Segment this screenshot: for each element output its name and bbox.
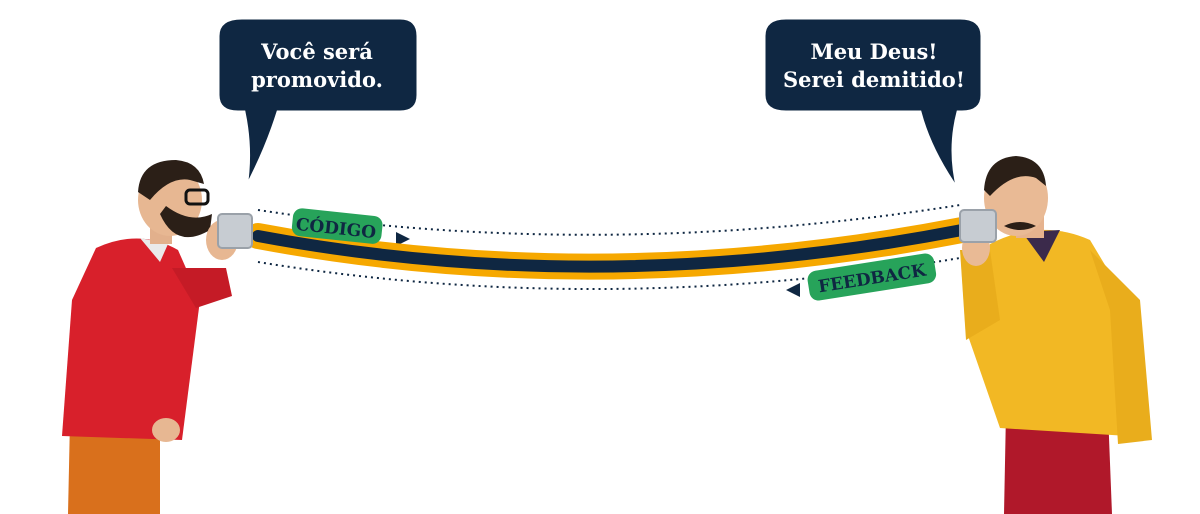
speech-right-text: Meu Deus! Serei demitido! xyxy=(768,38,980,94)
speech-left-line2: promovido. xyxy=(251,67,383,92)
speech-left-line1: Você será xyxy=(261,39,373,64)
tin-can-string xyxy=(245,217,975,280)
speech-bubble-left xyxy=(216,16,420,189)
speech-left-text: Você será promovido. xyxy=(222,38,412,94)
feedback-arrow-dotted xyxy=(257,257,961,297)
speech-right-line1: Meu Deus! xyxy=(810,39,938,64)
man-right-listening xyxy=(959,156,1152,514)
speech-right-line2: Serei demitido! xyxy=(782,67,966,92)
man-left-speaking xyxy=(62,160,253,514)
code-arrow-dotted xyxy=(257,204,961,246)
code-label-tag xyxy=(291,208,383,244)
feedback-label-tag xyxy=(807,253,937,301)
speech-bubble-right xyxy=(762,16,984,191)
